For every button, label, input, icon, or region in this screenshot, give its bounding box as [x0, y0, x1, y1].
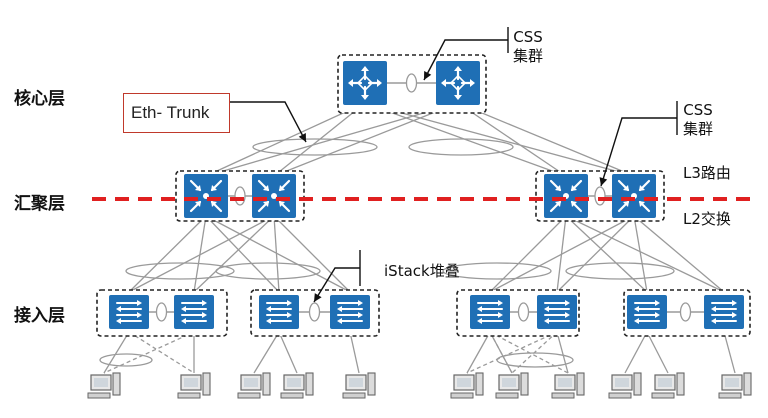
access-to-host-link — [128, 331, 195, 374]
access-to-host-link — [723, 331, 736, 374]
aggregation-to-access-link — [193, 215, 275, 293]
access-to-host-link — [556, 331, 569, 374]
eth-trunk-ellipse — [215, 262, 321, 280]
istack-pointer-arrowhead — [314, 293, 322, 302]
core-to-aggregation-link — [273, 102, 459, 177]
access-to-host-link — [466, 331, 491, 374]
css-top-pointer — [423, 39, 508, 81]
layer-label-access: 接入层 — [14, 306, 65, 326]
aggregation-to-access-link — [205, 215, 351, 293]
aggregation-to-access-link — [489, 215, 635, 293]
aggregation-to-access-link — [273, 215, 351, 293]
eth-trunk-ellipse — [125, 262, 235, 280]
css-right-pointer-arrowhead — [599, 177, 608, 186]
stack-link-ellipse — [517, 302, 530, 322]
eth-trunk-ellipse — [565, 262, 675, 280]
access-switch-icon — [704, 295, 744, 329]
eth-trunk-ellipse — [408, 138, 514, 156]
access-switch-icon — [537, 295, 577, 329]
l2-switching-label: L2交换 — [683, 210, 731, 228]
eth-trunk-ellipse — [496, 352, 574, 368]
aggregation-switch-icon — [184, 174, 228, 218]
access-to-host-link — [646, 331, 669, 374]
eth-trunk-ellipse — [442, 262, 552, 280]
eth-trunk-ellipse — [252, 138, 378, 156]
computer-icon — [608, 372, 642, 399]
computer-icon — [280, 372, 314, 399]
access-to-host-link — [349, 331, 360, 374]
access-to-host-link — [103, 331, 195, 374]
computer-icon — [651, 372, 685, 399]
core-to-aggregation-link — [457, 102, 635, 177]
access-switch-icon — [627, 295, 667, 329]
aggregation-to-access-link — [556, 215, 635, 293]
css-cluster-label-right: CSS 集群 — [683, 101, 714, 138]
computer-icon — [551, 372, 585, 399]
core-to-aggregation-link — [364, 102, 635, 177]
stack-link-ellipse — [679, 302, 692, 322]
core-switch-icon — [343, 61, 387, 105]
stack-link-ellipse — [308, 302, 321, 322]
computer-icon — [718, 372, 752, 399]
aggregation-to-access-link — [128, 215, 275, 293]
l3-routing-label: L3路由 — [683, 164, 731, 182]
eth-trunk-pointer-arrowhead — [298, 133, 306, 142]
aggregation-switch-icon — [612, 174, 656, 218]
eth-trunk-label: Eth- Trunk — [123, 93, 230, 133]
computer-icon — [177, 372, 211, 399]
access-switch-icon — [109, 295, 149, 329]
stack-link-ellipse — [405, 73, 418, 93]
layer-label-core: 核心层 — [14, 89, 65, 109]
access-switch-icon — [470, 295, 510, 329]
access-to-host-link — [278, 331, 298, 374]
computer-icon — [87, 372, 121, 399]
stack-link-ellipse — [155, 302, 168, 322]
layer-label-aggregation: 汇聚层 — [14, 194, 65, 214]
aggregation-to-access-link — [633, 215, 648, 293]
access-to-host-link — [466, 331, 558, 374]
computer-icon — [495, 372, 529, 399]
computer-icon — [342, 372, 376, 399]
access-switch-icon — [259, 295, 299, 329]
css-right-pointer — [600, 117, 677, 187]
access-to-host-link — [624, 331, 648, 374]
eth-trunk-pointer — [230, 101, 307, 143]
access-to-host-link — [253, 331, 280, 374]
css-cluster-label-top: CSS 集群 — [513, 28, 544, 65]
core-to-aggregation-link — [457, 102, 567, 177]
aggregation-to-access-link — [565, 215, 725, 293]
aggregation-switch-icon — [252, 174, 296, 218]
access-to-host-link — [103, 331, 130, 374]
computer-icon — [450, 372, 484, 399]
access-to-host-link — [489, 331, 513, 374]
aggregation-to-access-link — [128, 215, 207, 293]
aggregation-to-access-link — [193, 215, 207, 293]
aggregation-switch-icon — [544, 174, 588, 218]
css-top-pointer-arrowhead — [424, 71, 432, 80]
istack-pointer — [313, 267, 360, 303]
access-switch-icon — [330, 295, 370, 329]
access-switch-icon — [174, 295, 214, 329]
istack-label: iStack堆叠 — [384, 262, 460, 280]
aggregation-to-access-link — [633, 215, 725, 293]
computer-icon — [237, 372, 271, 399]
core-switch-icon — [436, 61, 480, 105]
eth-trunk-ellipse — [99, 353, 153, 367]
